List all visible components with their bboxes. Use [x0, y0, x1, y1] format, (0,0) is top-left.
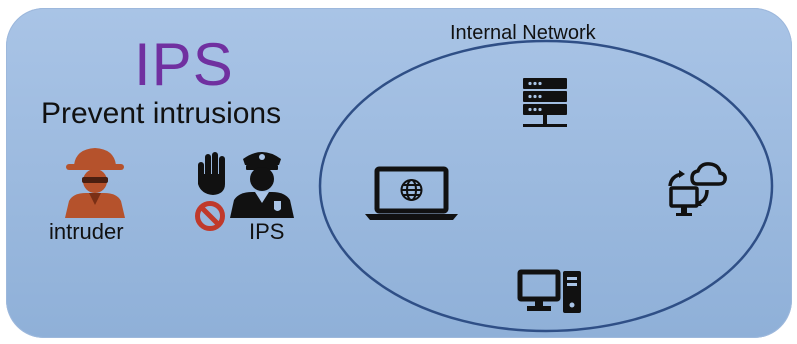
background-panel	[6, 8, 792, 338]
subtitle: Prevent intrusions	[41, 97, 282, 130]
police-officer-icon	[230, 152, 294, 218]
intruder-label: intruder	[49, 219, 124, 244]
intruder-icon	[65, 148, 125, 218]
stop-hand-icon	[198, 152, 225, 195]
server-icon	[523, 78, 567, 127]
laptop-icon	[365, 166, 458, 220]
ips-title: IPS	[134, 31, 234, 98]
network-label: Internal Network	[450, 22, 596, 44]
cloud-sync-icon	[668, 162, 727, 216]
desktop-computer-icon	[517, 269, 581, 313]
ips-label: IPS	[249, 219, 285, 244]
no-entry-icon	[195, 201, 225, 231]
